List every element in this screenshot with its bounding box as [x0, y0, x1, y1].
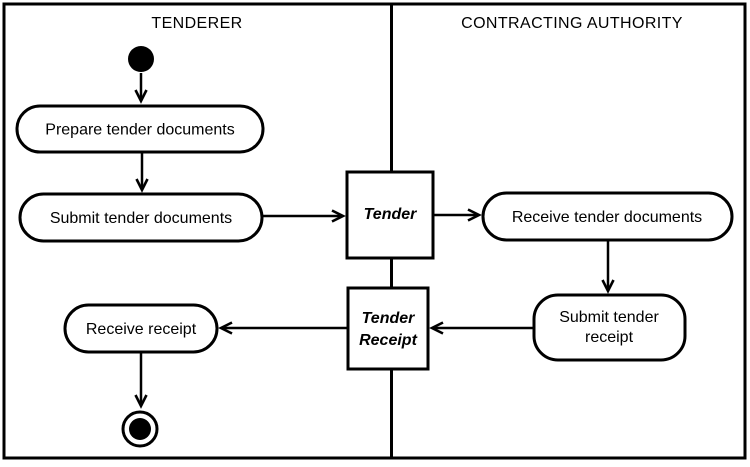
- activity-receive-tender-documents-label: Receive tender documents: [512, 209, 702, 226]
- activity-submit-tender-documents: Submit tender documents: [18, 192, 264, 243]
- activity-receive-tender-documents: Receive tender documents: [481, 191, 734, 242]
- activity-receive-receipt-shape: [63, 303, 219, 354]
- activity-submit-tender-receipt-label-line2: receipt: [585, 329, 634, 346]
- initial-node: [128, 46, 154, 72]
- final-node-core: [129, 418, 151, 440]
- object-node-tender-receipt-label-line2: Receipt: [359, 332, 417, 349]
- activity-prepare-tender-documents: Prepare tender documents: [15, 104, 265, 154]
- activity-prepare-tender-documents-shape: [15, 104, 265, 154]
- activity-submit-tender-receipt: Submit tender receipt: [532, 293, 687, 362]
- diagram-border: [2, 2, 747, 460]
- final-node: [121, 410, 159, 448]
- activity-submit-tender-receipt-label-line1: Submit tender: [559, 309, 659, 326]
- activity-submit-tender-receipt-shape: [532, 293, 687, 362]
- object-node-tender-label: Tender: [364, 206, 418, 223]
- activity-receive-receipt: Receive receipt: [63, 303, 219, 354]
- activity-submit-tender-documents-label: Submit tender documents: [50, 210, 232, 227]
- object-node-tender-receipt-label-line1: Tender: [362, 310, 416, 327]
- activity-submit-tender-documents-shape: [18, 192, 264, 243]
- object-node-tender-receipt-shape: [346, 286, 430, 371]
- activity-receive-tender-documents-shape: [481, 191, 734, 242]
- activity-prepare-tender-documents-label: Prepare tender documents: [45, 122, 234, 139]
- activity-receive-receipt-label: Receive receipt: [86, 321, 197, 338]
- object-node-tender-shape: [345, 170, 435, 260]
- lane-title-tenderer: TENDERER: [151, 15, 242, 32]
- lane-title-contracting-authority: CONTRACTING AUTHORITY: [461, 15, 683, 32]
- object-node-tender: Tender: [345, 170, 435, 260]
- object-node-tender-receipt: Tender Receipt: [346, 286, 430, 371]
